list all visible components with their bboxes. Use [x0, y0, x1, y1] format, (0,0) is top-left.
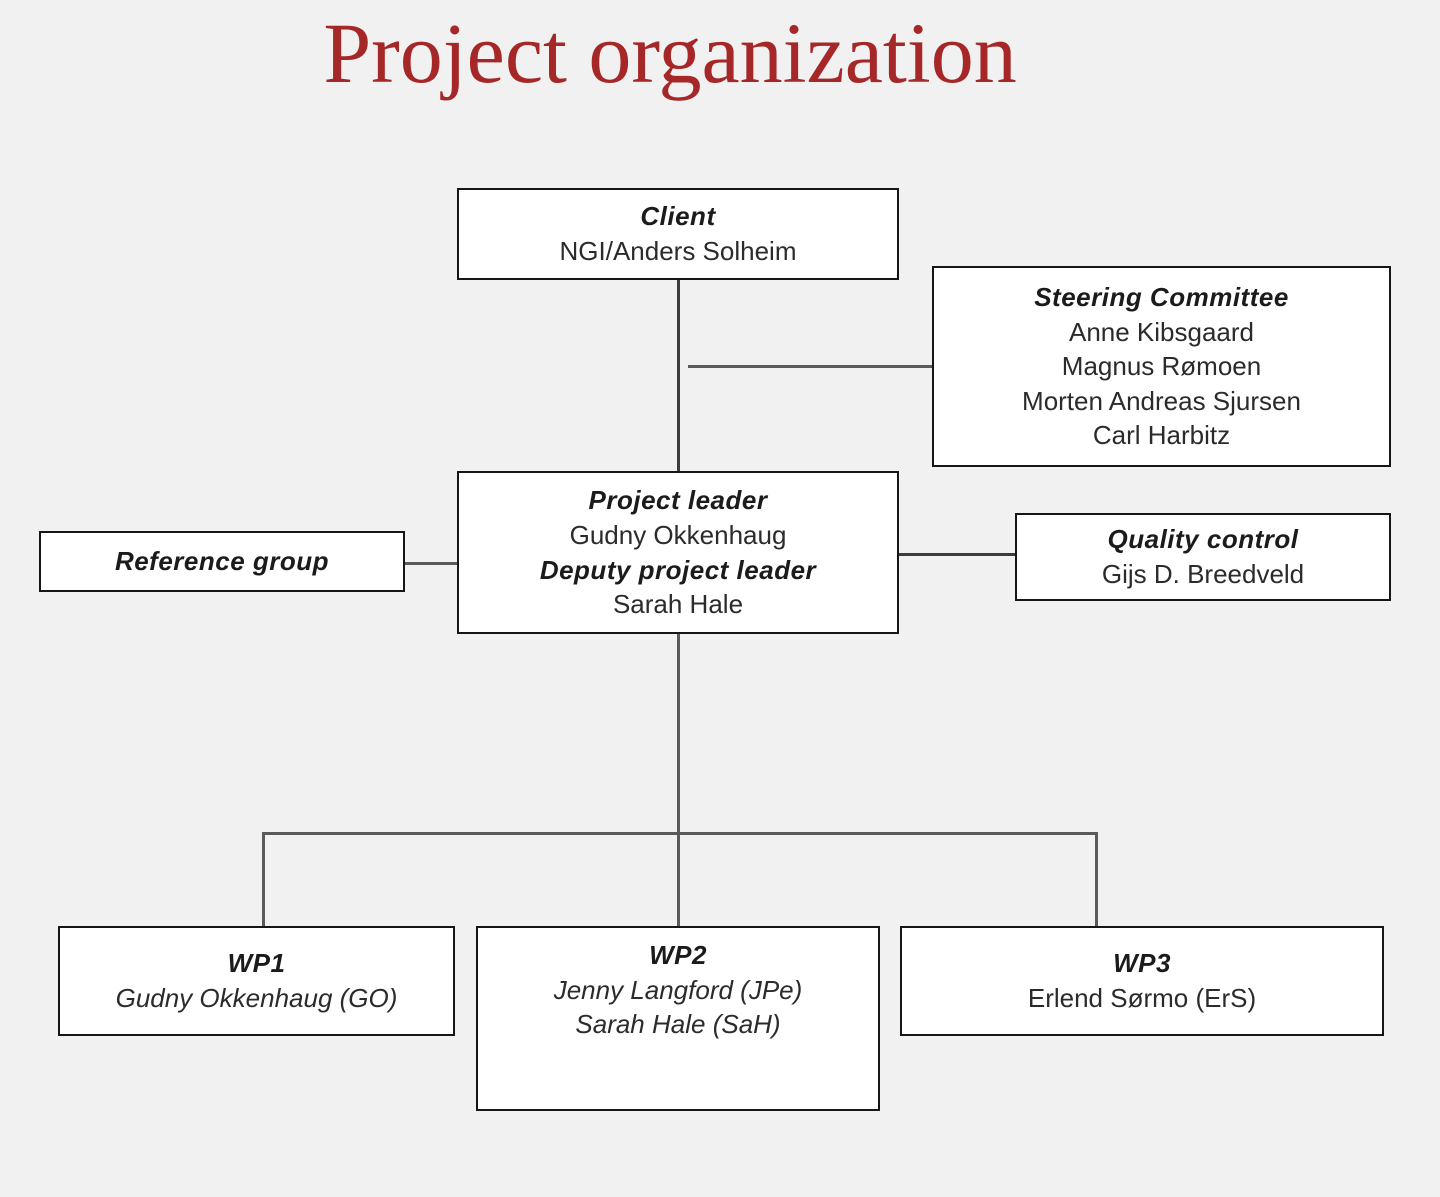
node-wp1-heading: WP1 — [227, 948, 286, 979]
node-leader-name: Gudny Okkenhaug — [569, 519, 787, 550]
node-quality-name: Gijs D. Breedveld — [1101, 559, 1305, 589]
node-leader-heading: Project leader — [588, 485, 768, 516]
connector-steering-to-trunk — [688, 365, 935, 368]
node-wp1[interactable]: WP1 Gudny Okkenhaug (GO) — [58, 926, 455, 1036]
node-reference-group[interactable]: Reference group — [39, 531, 405, 592]
page-title: Project organization — [323, 5, 1017, 101]
connector-bus-to-wp1 — [262, 832, 265, 927]
node-reference-group-heading: Reference group — [114, 546, 330, 577]
node-wp3[interactable]: WP3 Erlend Sørmo (ErS) — [900, 926, 1384, 1036]
node-wp2-member-1: Jenny Langford (JPe) — [553, 974, 803, 1005]
node-quality-control[interactable]: Quality control Gijs D. Breedveld — [1015, 513, 1391, 601]
connector-leader-to-wp-bus — [677, 632, 680, 935]
node-steering-member-3: Morten Andreas Sjursen — [1022, 385, 1301, 416]
node-steering-heading: Steering Committee — [1034, 282, 1289, 313]
node-steering-committee[interactable]: Steering Committee Anne Kibsgaard Magnus… — [932, 266, 1391, 467]
node-deputy-leader-name: Sarah Hale — [612, 589, 744, 620]
node-wp1-member-1: Gudny Okkenhaug (GO) — [115, 983, 398, 1013]
node-quality-heading: Quality control — [1107, 524, 1299, 555]
connector-leader-to-quality — [897, 553, 1017, 556]
connector-reference-to-leader — [404, 562, 460, 565]
node-wp3-member-1: Erlend Sørmo (ErS) — [1027, 983, 1257, 1013]
node-wp2-heading: WP2 — [649, 940, 707, 970]
node-steering-member-2: Magnus Rømoen — [1061, 351, 1262, 382]
node-client-heading: Client — [640, 201, 716, 232]
node-wp2[interactable]: WP2 Jenny Langford (JPe) Sarah Hale (SaH… — [476, 926, 880, 1111]
node-wp2-member-2: Sarah Hale (SaH) — [575, 1009, 781, 1040]
connector-wp-bus — [262, 832, 1098, 835]
node-project-leader[interactable]: Project leader Gudny Okkenhaug Deputy pr… — [457, 471, 899, 634]
node-steering-member-4: Carl Harbitz — [1092, 420, 1231, 451]
connector-client-to-leader — [677, 279, 680, 473]
node-client[interactable]: Client NGI/Anders Solheim — [457, 188, 899, 280]
connector-bus-to-wp3 — [1095, 832, 1098, 927]
node-client-name: NGI/Anders Solheim — [559, 236, 797, 266]
node-deputy-leader-heading: Deputy project leader — [539, 554, 817, 585]
node-steering-member-1: Anne Kibsgaard — [1068, 316, 1255, 347]
node-wp3-heading: WP3 — [1113, 948, 1171, 979]
